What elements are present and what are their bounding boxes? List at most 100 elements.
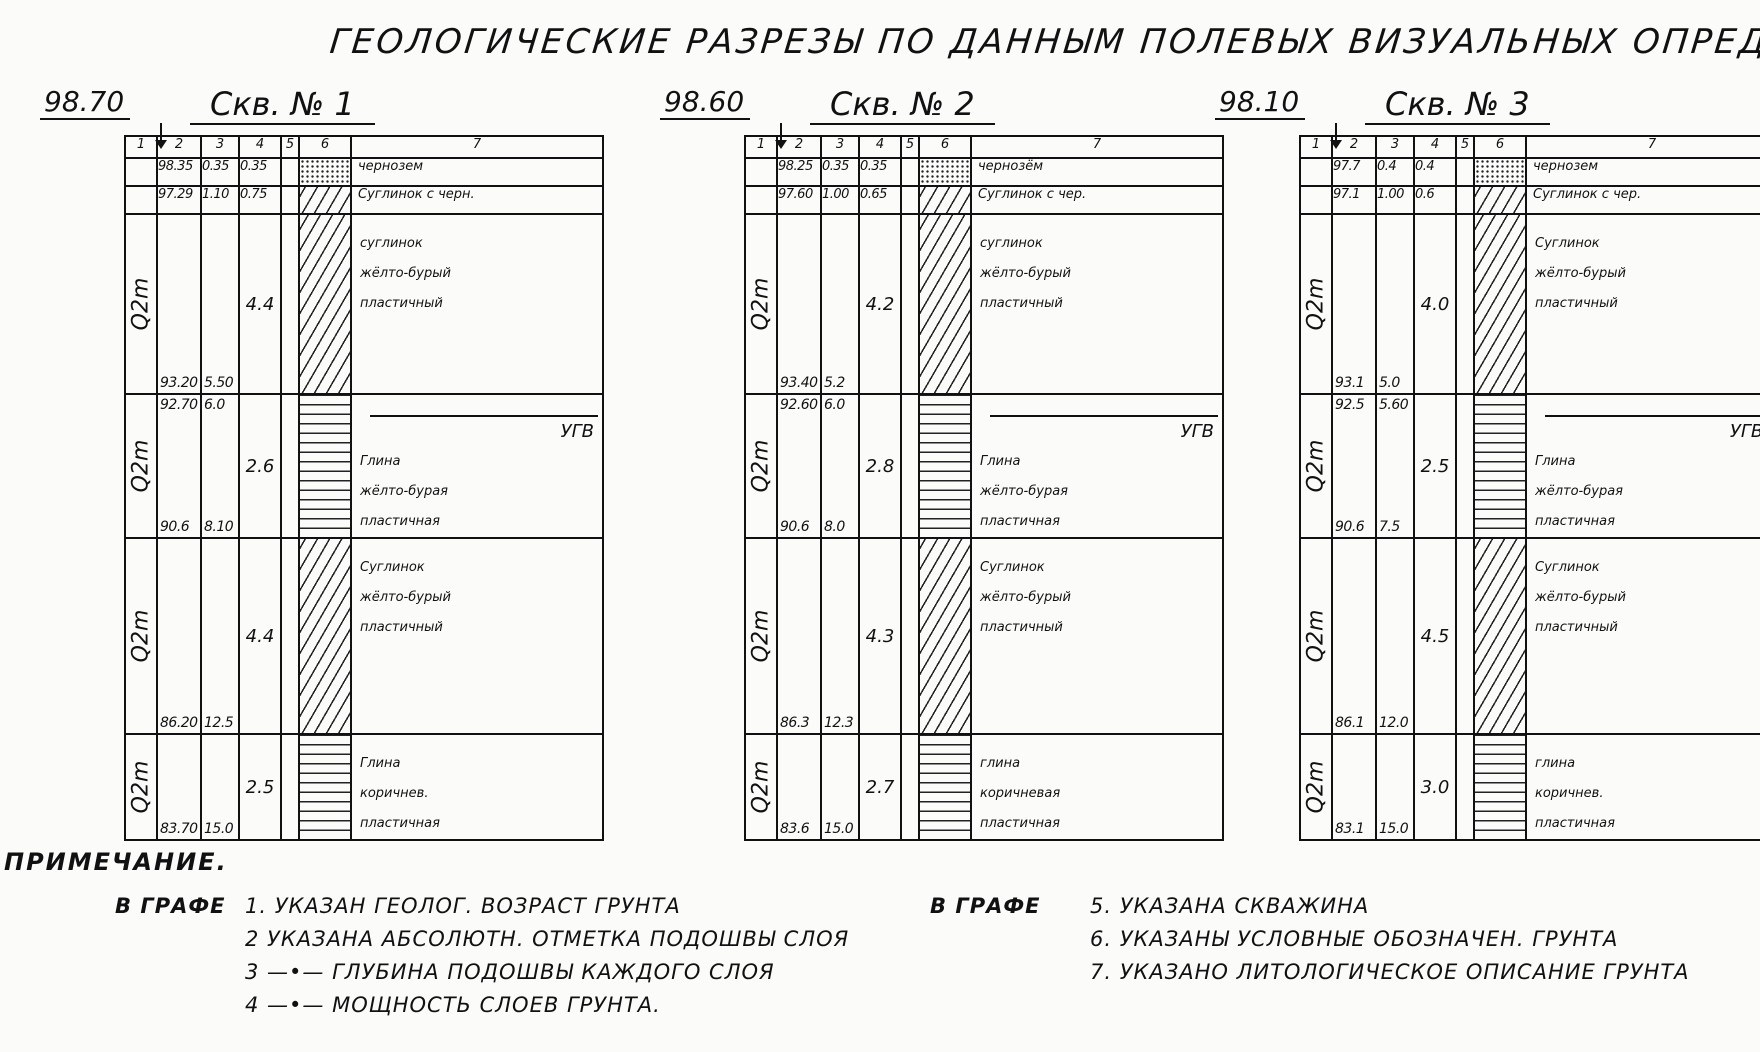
table-row: Q2m 93.40 5.2 4.2 суглинок жёлто-бурый п… (744, 213, 1224, 395)
thickness: 4.5 (1413, 537, 1457, 735)
geologic-age: Q2m (1299, 537, 1333, 735)
soil-description: суглинок жёлто-бурый пластичный (970, 213, 1224, 395)
thickness: 0.65 (858, 185, 902, 215)
bottom-depth: 15.0 (1379, 821, 1409, 837)
column-header: 1 (1299, 135, 1333, 159)
soil-pattern (918, 537, 972, 735)
soil-description: чернозём (970, 157, 1224, 187)
soil-description: Суглинок жёлто-бурый пластичный (1525, 213, 1760, 395)
bottom-abs-mark: 83.6 (780, 821, 810, 837)
depth-cell: 6.0 8.0 (820, 393, 860, 539)
notes-right: В ГРАФЕ 5. УКАЗАНА СКВАЖИНА 6. УКАЗАНЫ У… (930, 890, 1690, 989)
notes-prefix-left: В ГРАФЕ (115, 894, 226, 918)
bottom-abs-mark: 86.1 (1335, 715, 1365, 731)
column-header: 7 (350, 135, 604, 159)
soil-pattern (298, 393, 352, 539)
abs-mark: 97.1 (1331, 185, 1377, 215)
abs-mark-cell: 86.3 (776, 537, 822, 735)
well-name: Скв. № 2 (810, 85, 995, 125)
geologic-age: Q2m (744, 733, 778, 841)
thickness: 2.5 (238, 733, 282, 841)
column-header: 6 (298, 135, 352, 159)
note-item-7: 7. УКАЗАНО ЛИТОЛОГИЧЕСКОЕ ОПИСАНИЕ ГРУНТ… (1090, 960, 1690, 984)
page-title: ГЕОЛОГИЧЕСКИЕ РАЗРЕЗЫ ПО ДАННЫМ ПОЛЕВЫХ … (327, 22, 1760, 62)
geologic-age: Q2m (1299, 733, 1333, 841)
table-row: Q2m 83.70 15.0 2.5 Глина коричнев. пласт… (124, 733, 604, 841)
thickness: 3.0 (1413, 733, 1457, 841)
geologic-age: Q2m (1299, 213, 1333, 395)
depth-cell: 5.2 (820, 213, 860, 395)
notes-left: В ГРАФЕ 1. УКАЗАН ГЕОЛОГ. ВОЗРАСТ ГРУНТА… (115, 890, 849, 1022)
soil-pattern (1473, 537, 1527, 735)
well-elevation: 98.60 (660, 85, 751, 120)
thickness: 0.35 (858, 157, 902, 187)
bottom-depth: 8.0 (824, 519, 845, 535)
column-header: 1 (124, 135, 158, 159)
bottom-depth: 7.5 (1379, 519, 1400, 535)
thickness: 0.4 (1413, 157, 1457, 187)
soil-description: Суглинок жёлто-бурый пластичный (1525, 537, 1760, 735)
depth-cell: 12.5 (200, 537, 240, 735)
bottom-abs-mark: 83.70 (160, 821, 198, 837)
abs-mark: 98.35 (156, 157, 202, 187)
depth-cell: 5.60 7.5 (1375, 393, 1415, 539)
soil-pattern (298, 157, 352, 187)
bottom-depth: 15.0 (204, 821, 234, 837)
soil-description: УГВ Глина жёлто-бурая пластичная (350, 393, 604, 539)
well-name: Скв. № 1 (190, 85, 375, 125)
soil-pattern (918, 185, 972, 215)
table-row: Q2m 86.1 12.0 4.5 Суглинок жёлто-бурый п… (1299, 537, 1760, 735)
table-row: 97.7 0.4 0.4 чернозем (1299, 157, 1760, 187)
depth: 0.35 (820, 157, 860, 187)
column-header: 2 (776, 135, 822, 159)
soil-pattern (1473, 393, 1527, 539)
depth: 0.4 (1375, 157, 1415, 187)
well-name: Скв. № 3 (1365, 85, 1550, 125)
note-item-2: 2 УКАЗАНА АБСОЛЮТН. ОТМЕТКА ПОДОШВЫ СЛОЯ (245, 927, 850, 951)
soil-description: Суглинок жёлто-бурый пластичный (350, 537, 604, 735)
depth: 1.00 (820, 185, 860, 215)
column-header: 3 (820, 135, 860, 159)
soil-pattern (298, 537, 352, 735)
bottom-depth: 12.5 (204, 715, 234, 731)
soil-description: чернозем (1525, 157, 1760, 187)
column-header: 7 (970, 135, 1224, 159)
soil-pattern (298, 185, 352, 215)
depth-cell: 12.0 (1375, 537, 1415, 735)
top-depth: 6.0 (204, 397, 225, 413)
soil-description: чернозем (350, 157, 604, 187)
thickness: 4.2 (858, 213, 902, 395)
well-elevation: 98.10 (1215, 85, 1306, 120)
notes-title: ПРИМЕЧАНИЕ. (4, 848, 228, 876)
table-row: Q2m 93.20 5.50 4.4 суглинок жёлто-бурый … (124, 213, 604, 395)
bottom-abs-mark: 83.1 (1335, 821, 1365, 837)
soil-pattern (918, 393, 972, 539)
thickness: 4.0 (1413, 213, 1457, 395)
thickness: 2.6 (238, 393, 282, 539)
bottom-abs-mark: 93.20 (160, 375, 198, 391)
depth-cell: 15.0 (200, 733, 240, 841)
abs-mark: 97.29 (156, 185, 202, 215)
geologic-age: Q2m (744, 537, 778, 735)
thickness: 2.7 (858, 733, 902, 841)
top-depth: 6.0 (824, 397, 845, 413)
table-row: Q2m 92.590.6 5.607.5 2.5 УГВ. Глина жёлт… (1299, 393, 1760, 539)
top-abs-mark: 92.5 (1335, 397, 1365, 413)
bottom-depth: 5.0 (1379, 375, 1400, 391)
bottom-depth: 5.50 (204, 375, 234, 391)
abs-mark-cell: 83.6 (776, 733, 822, 841)
table-row: Q2m 86.20 12.5 4.4 Суглинок жёлто-бурый … (124, 537, 604, 735)
column-header: 6 (918, 135, 972, 159)
depth-cell: 15.0 (1375, 733, 1415, 841)
top-abs-mark: 92.60 (780, 397, 818, 413)
column-header: 3 (200, 135, 240, 159)
soil-description: УГВ. Глина жёлто-бурая пластичная (1525, 393, 1760, 539)
top-depth: 5.60 (1379, 397, 1409, 413)
